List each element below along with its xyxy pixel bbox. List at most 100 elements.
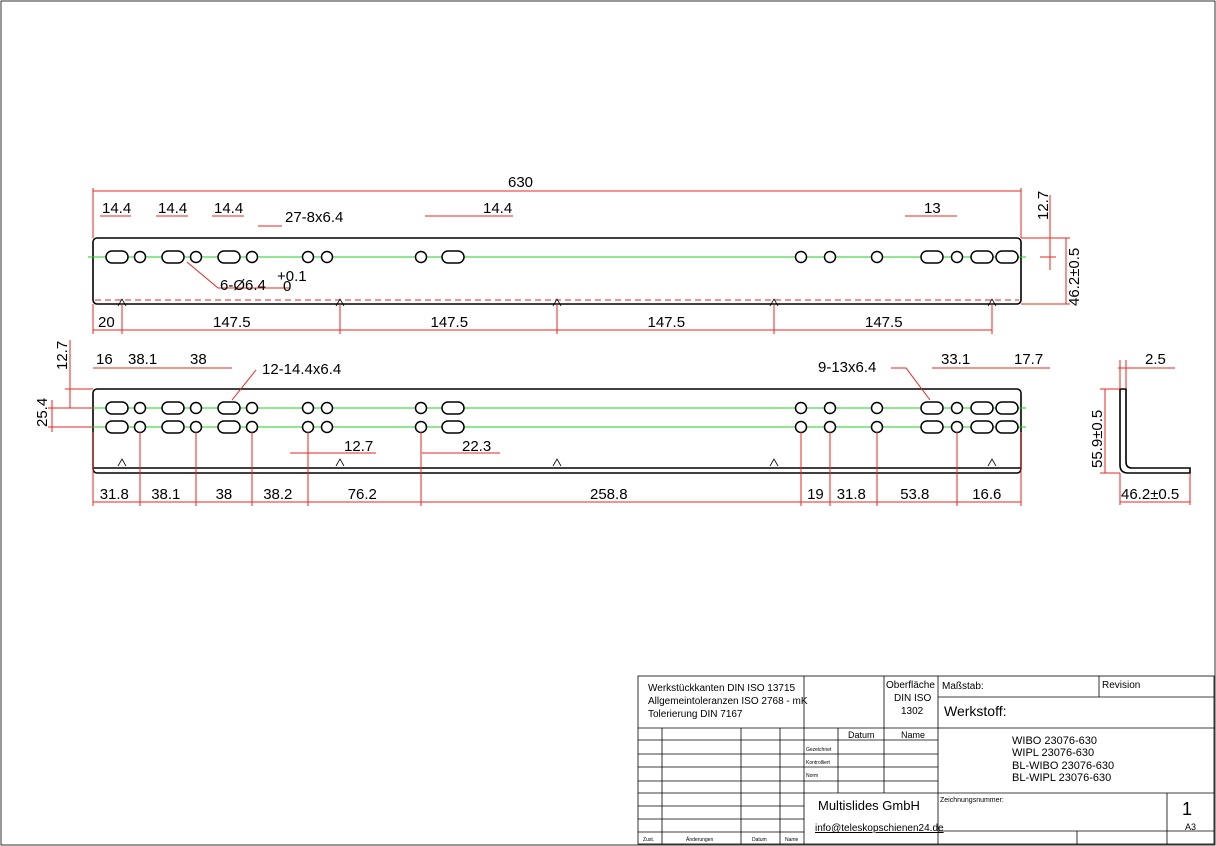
surface-std: DIN ISO — [894, 693, 931, 704]
overall-length-dim: 630 — [508, 174, 533, 191]
company-name: Multislides GmbH — [818, 798, 920, 813]
hole — [301, 420, 315, 434]
pitch-dim: 147.5 — [865, 314, 903, 331]
hole — [414, 420, 428, 434]
bottom-dim: 76.2 — [348, 486, 377, 503]
hole-tol-upper: +0.1 — [277, 268, 307, 285]
slot — [920, 401, 944, 415]
hole-tol-lower: 0 — [283, 278, 291, 295]
hole — [414, 250, 428, 264]
pitch-dim: 147.5 — [431, 314, 469, 331]
hole — [950, 420, 964, 434]
hole — [320, 401, 334, 415]
slot-width-b-dim: 14.4 — [158, 200, 187, 217]
row-label-1: Kontrolliert — [806, 760, 831, 766]
hole — [301, 250, 315, 264]
height-dim: 46.2±0.5 — [1066, 248, 1083, 306]
hole — [301, 401, 315, 415]
note-2: Tolerierung DIN 7167 — [648, 709, 743, 720]
hole — [823, 420, 837, 434]
footer-3: Name — [785, 837, 799, 843]
footer-1: Änderungen — [686, 836, 713, 843]
slot — [920, 250, 944, 264]
center-mark — [335, 298, 345, 307]
slot — [441, 401, 465, 415]
profile-height-dim: 55.9±0.5 — [1089, 410, 1106, 468]
sheet-number: 1 — [1182, 799, 1192, 819]
hole — [189, 401, 203, 415]
note-1: Allgemeintoleranzen ISO 2768 - mK — [648, 696, 808, 707]
hole — [320, 250, 334, 264]
side-view: 12.7 25.4 16 38.1 38 12-14.4x6.4 9-13x6.… — [34, 340, 1050, 506]
sheet-size: A3 — [1185, 822, 1196, 832]
hole — [414, 401, 428, 415]
center-mark — [987, 298, 997, 307]
title-block: Werkstückkanten DIN ISO 13715 Allgemeint… — [637, 675, 1215, 845]
top-dim-right-0: 33.1 — [941, 351, 970, 368]
hole — [320, 420, 334, 434]
hole — [823, 250, 837, 264]
bottom-dim: 258.8 — [590, 486, 628, 503]
inner-dim-1: 22.3 — [462, 438, 491, 455]
slot — [105, 250, 129, 264]
slot — [441, 420, 465, 434]
part-number-1: WIPL 23076-630 — [1012, 747, 1094, 759]
slot — [105, 401, 129, 415]
top-dim-right-1: 17.7 — [1014, 351, 1043, 368]
center-mark — [552, 298, 562, 307]
drawing-number-label: Zeichnungsnummer: — [940, 797, 1004, 804]
slot — [995, 420, 1019, 434]
hole — [870, 250, 884, 264]
bottom-dim: 16.6 — [972, 486, 1001, 503]
slot — [970, 401, 994, 415]
hole — [245, 401, 259, 415]
bottom-dim: 53.8 — [900, 486, 929, 503]
slot — [995, 250, 1019, 264]
hole — [794, 401, 808, 415]
slot — [105, 420, 129, 434]
pitch-dim: 147.5 — [213, 314, 251, 331]
pitch-start-dim: 20 — [98, 314, 115, 331]
slot-callout: 27-8x6.4 — [285, 209, 343, 226]
center-mark — [117, 458, 127, 467]
slot-callout-left: 12-14.4x6.4 — [262, 361, 341, 378]
bottom-dim: 19 — [807, 486, 824, 503]
inner-dim-0: 12.7 — [344, 438, 373, 455]
slot — [161, 401, 185, 415]
hole — [133, 250, 147, 264]
hole — [950, 250, 964, 264]
center-mark — [769, 298, 779, 307]
slot — [217, 420, 241, 434]
row-spacing-dim: 25.4 — [34, 398, 51, 427]
bottom-dim: 38 — [216, 486, 233, 503]
slot-callout-right: 9-13x6.4 — [818, 359, 876, 376]
slot — [995, 401, 1019, 415]
company-email[interactable]: info@teleskopschienen24.de — [815, 823, 944, 834]
center-mark — [117, 298, 127, 307]
hole — [870, 420, 884, 434]
surface-label: Oberfläche — [886, 680, 935, 691]
hole — [133, 401, 147, 415]
footer-0: Zust. — [643, 837, 654, 843]
material-label: Werkstoff: — [944, 703, 1007, 719]
hole — [189, 250, 203, 264]
center-mark — [769, 458, 779, 467]
hole — [794, 420, 808, 434]
bottom-dim: 38.2 — [263, 486, 292, 503]
hole — [870, 401, 884, 415]
bottom-dim: 31.8 — [837, 486, 866, 503]
part-number-2: BL-WIBO 23076-630 — [1012, 760, 1114, 772]
part-number-3: BL-WIPL 23076-630 — [1012, 772, 1111, 784]
hole — [794, 250, 808, 264]
row-label-2: Norm — [806, 773, 818, 779]
center-mark — [987, 458, 997, 467]
top-dim-1: 38.1 — [128, 351, 157, 368]
center-mark — [335, 458, 345, 467]
slot-width-c-dim: 14.4 — [214, 200, 243, 217]
center-mark — [552, 458, 562, 467]
slot-width-right-dim: 13 — [924, 200, 941, 217]
col-name: Name — [901, 730, 925, 740]
note-0: Werkstückkanten DIN ISO 13715 — [648, 683, 796, 694]
